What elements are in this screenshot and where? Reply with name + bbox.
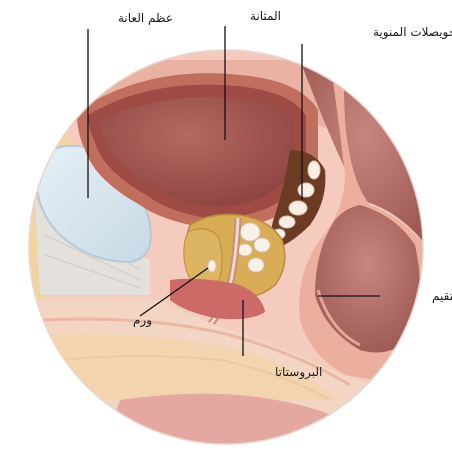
label-pubic-bone: عظم العانة (118, 11, 173, 25)
rectum-lumen (315, 205, 420, 353)
label-rectum: المستقيم (432, 289, 452, 303)
sphincter-muscle (170, 278, 265, 320)
label-prostate: البروستاتا (275, 365, 322, 380)
bladder-lumen (100, 96, 294, 207)
leader-tumor (139, 267, 209, 317)
label-seminal-vesicles: الحويصلات المنوية (373, 25, 452, 40)
label-bladder: المثانة (250, 9, 281, 23)
illustration-border (28, 49, 424, 445)
label-tumor: ورم (133, 313, 152, 328)
tumor-nodules (207, 222, 271, 273)
leader-lines (87, 26, 380, 356)
